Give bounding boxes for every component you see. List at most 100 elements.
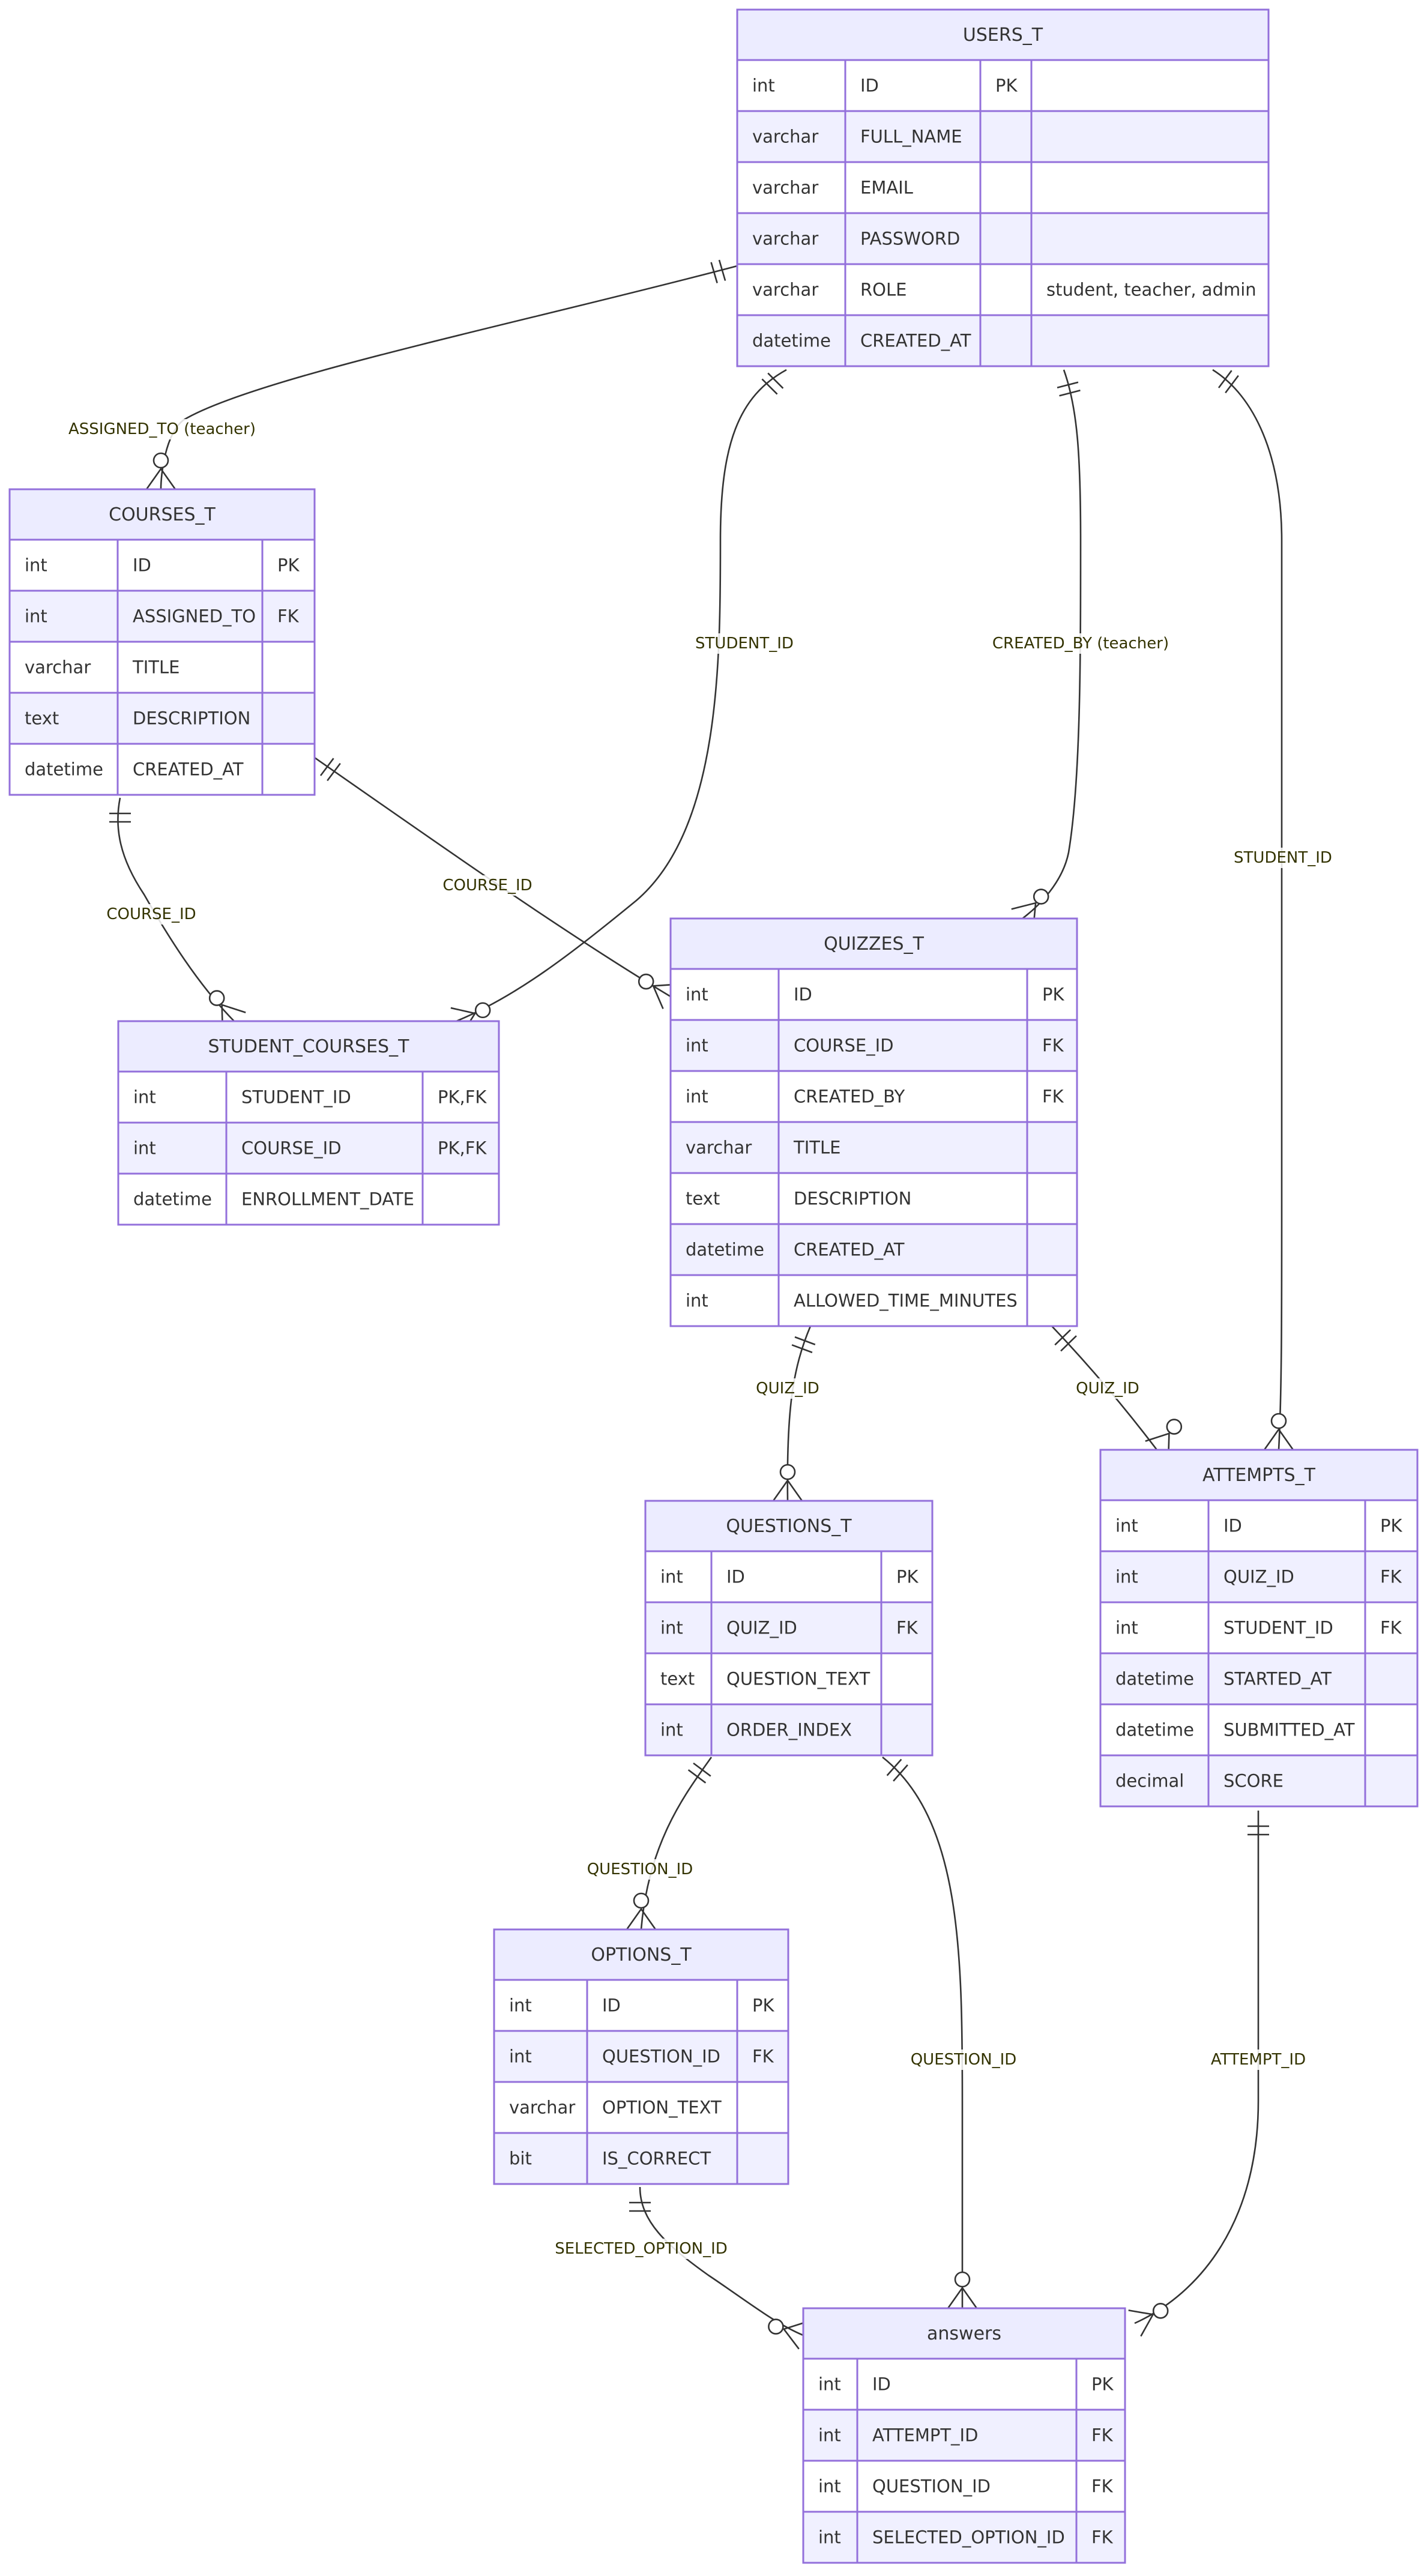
attribute-row: int ID PK <box>802 2357 1126 2411</box>
relationship-line <box>160 265 738 490</box>
relationship-label-users-courses: ASSIGNED_TO (teacher) <box>66 419 258 439</box>
attribute-name: ALLOWED_TIME_MINUTES <box>794 1291 1018 1311</box>
attribute-cell <box>493 2132 588 2185</box>
relationship-label-questions-answers: QUESTION_ID <box>908 2050 1019 2070</box>
relationship-courses-student-courses <box>109 797 246 1030</box>
attribute-cell <box>802 2409 858 2462</box>
attribute-type: int <box>818 2374 841 2395</box>
attribute-cell <box>1030 314 1270 367</box>
attribute-cell <box>844 212 982 265</box>
attribute-cell <box>1030 110 1270 163</box>
entity-header <box>669 917 1078 970</box>
attribute-cell <box>1026 1274 1078 1327</box>
attribute-cell <box>844 161 982 214</box>
attribute-name: ASSIGNED_TO <box>133 606 256 627</box>
attribute-cell <box>1030 59 1270 112</box>
cardinality-zero-circle <box>1152 2303 1169 2319</box>
attribute-type: int <box>686 1291 708 1311</box>
attribute-cell <box>493 2030 588 2083</box>
attribute-cell <box>1364 1601 1419 1654</box>
cardinality-one-bar <box>767 372 784 389</box>
entity-header <box>1099 1449 1419 1501</box>
label-background <box>693 633 796 654</box>
entity-header <box>8 488 316 541</box>
relationship-users-courses <box>145 259 738 490</box>
attribute-type: varchar <box>752 178 818 198</box>
attribute-type: bit <box>509 2149 532 2169</box>
entity-header <box>117 1020 500 1073</box>
attribute-type: varchar <box>25 657 91 678</box>
cardinality-zero-circle <box>1166 1419 1183 1435</box>
attribute-type: datetime <box>752 331 831 351</box>
attribute-type: int <box>509 2047 532 2067</box>
attribute-cell <box>421 1070 500 1124</box>
label-background <box>1231 848 1335 868</box>
attribute-key: PK <box>1091 2374 1114 2395</box>
attribute-cell <box>979 263 1033 316</box>
attribute-cell <box>1030 161 1270 214</box>
attribute-type: varchar <box>752 280 818 300</box>
attribute-type: int <box>686 1087 708 1107</box>
attribute-name: ROLE <box>860 280 907 300</box>
cardinality-crow-foot <box>145 467 176 490</box>
relationship-label-users-attempts: STUDENT_ID <box>1231 848 1335 868</box>
relationship-label: ASSIGNED_TO (teacher) <box>68 420 256 438</box>
cardinality-zero-circle <box>1033 888 1049 905</box>
attribute-cell <box>856 2409 1078 2462</box>
attribute-cell <box>802 2460 858 2513</box>
attribute-name: QUIZ_ID <box>726 1618 797 1638</box>
attribute-name: STARTED_AT <box>1223 1669 1332 1689</box>
relationship-options-answers <box>629 2186 808 2350</box>
attribute-cell <box>777 1121 1028 1174</box>
attribute-cell <box>225 1070 424 1124</box>
attribute-cell <box>225 1172 424 1226</box>
attribute-name: ID <box>872 2374 891 2395</box>
attribute-type: varchar <box>509 2098 575 2118</box>
attribute-cell <box>261 641 316 694</box>
cardinality-zero-circle <box>152 452 169 469</box>
cardinality-zero-circle <box>768 2318 784 2335</box>
relationship-line <box>640 1757 713 1930</box>
attribute-key: PK,FK <box>438 1087 487 1108</box>
attribute-cell <box>880 1652 934 1706</box>
relationship-label: STUDENT_ID <box>695 635 794 653</box>
cardinality-crow-foot <box>1263 1428 1294 1450</box>
attribute-type: datetime <box>1115 1720 1194 1740</box>
entity-header <box>736 8 1270 61</box>
relationship-label-users-quizzes: CREATED_BY (teacher) <box>989 633 1172 654</box>
relationship-label: COURSE_ID <box>106 905 196 923</box>
relationship-label-quizzes-questions: QUIZ_ID <box>753 1378 822 1399</box>
attribute-cell <box>1026 1223 1078 1276</box>
attribute-name: ID <box>602 1995 621 2016</box>
attribute-cell <box>1364 1703 1419 1757</box>
attribute-name: COURSE_ID <box>241 1138 342 1159</box>
attribute-cell <box>979 161 1033 214</box>
attribute-type: datetime <box>686 1240 764 1260</box>
attribute-cell <box>669 1070 780 1123</box>
attribute-cell <box>1026 1172 1078 1225</box>
attribute-key: FK <box>1380 1567 1402 1587</box>
label-background <box>440 875 535 896</box>
attribute-name: ENROLLMENT_DATE <box>241 1189 414 1210</box>
attribute-type: int <box>660 1618 683 1638</box>
relationship-label-courses-student-courses: COURSE_ID <box>104 904 199 925</box>
